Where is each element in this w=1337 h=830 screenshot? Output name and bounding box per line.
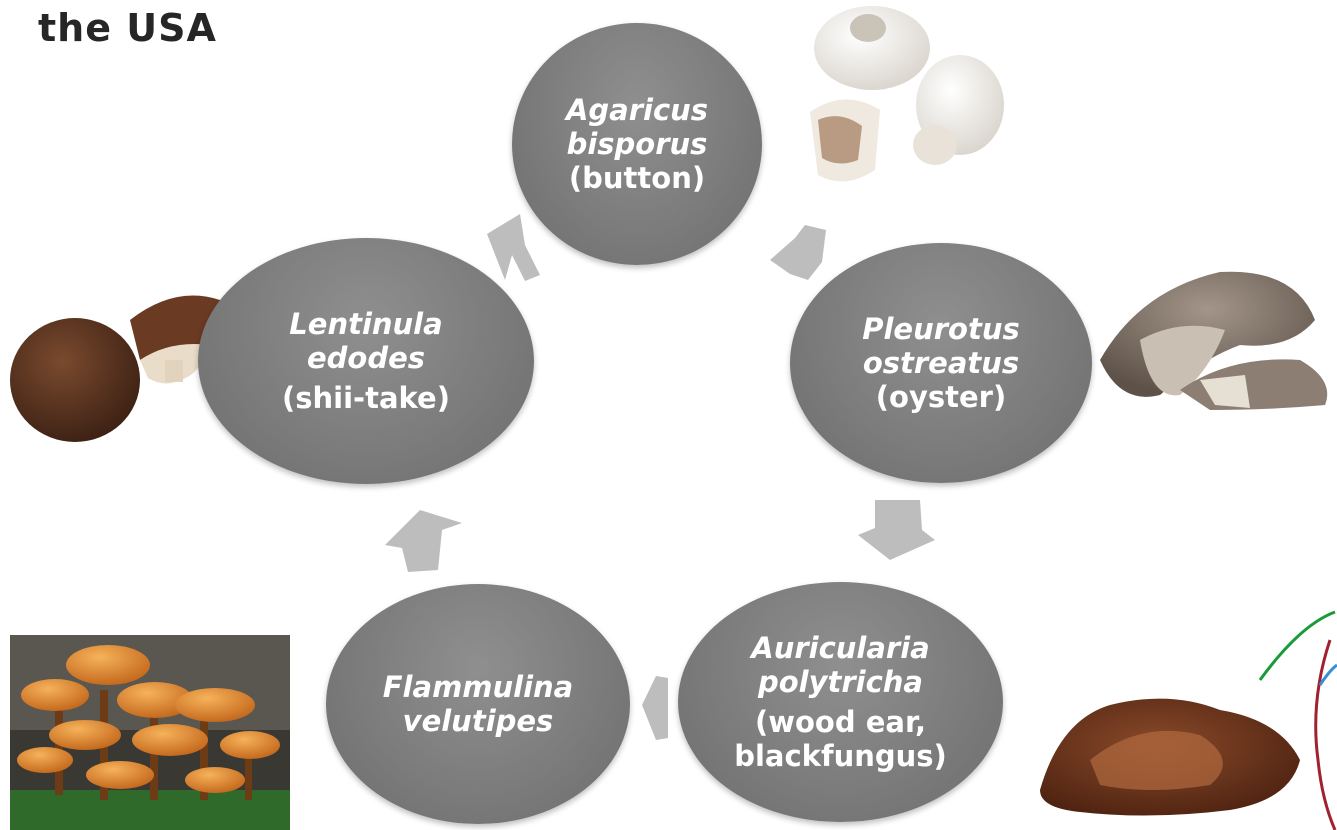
arrow-pleurotus-to-auricularia	[858, 500, 935, 560]
node-auricularia-genus: Auricularia	[751, 631, 930, 665]
node-pleurotus-species: ostreatus	[863, 346, 1019, 380]
node-pleurotus-common: (oyster)	[876, 380, 1006, 414]
node-lentinula-species: edodes	[307, 341, 425, 375]
node-agaricus-genus: Agaricus	[566, 93, 708, 127]
arrow-auricularia-to-flammulina	[642, 676, 668, 740]
node-flammulina: Flammulina velutipes	[326, 584, 630, 824]
node-flammulina-species: velutipes	[403, 704, 554, 738]
node-auricularia-species: polytricha	[758, 665, 923, 699]
node-auricularia-common-2: blackfungus)	[734, 739, 947, 773]
arrow-agaricus-to-pleurotus	[770, 225, 826, 280]
node-pleurotus: Pleurotus ostreatus (oyster)	[790, 243, 1092, 483]
node-auricularia-common-1: (wood ear,	[755, 705, 926, 739]
node-agaricus-species: bisporus	[567, 127, 708, 161]
node-lentinula-common: (shii-take)	[282, 381, 450, 415]
node-lentinula: Lentinula edodes (shii-take)	[198, 238, 534, 484]
node-agaricus-common: (button)	[569, 161, 705, 195]
node-pleurotus-genus: Pleurotus	[862, 312, 1020, 346]
node-agaricus: Agaricus bisporus (button)	[512, 23, 762, 265]
node-flammulina-genus: Flammulina	[383, 670, 574, 704]
arrow-lentinula-to-agaricus	[487, 214, 540, 281]
node-auricularia: Auricularia polytricha (wood ear, blackf…	[678, 582, 1003, 822]
arrow-flammulina-to-lentinula	[385, 510, 462, 572]
node-lentinula-genus: Lentinula	[289, 307, 442, 341]
